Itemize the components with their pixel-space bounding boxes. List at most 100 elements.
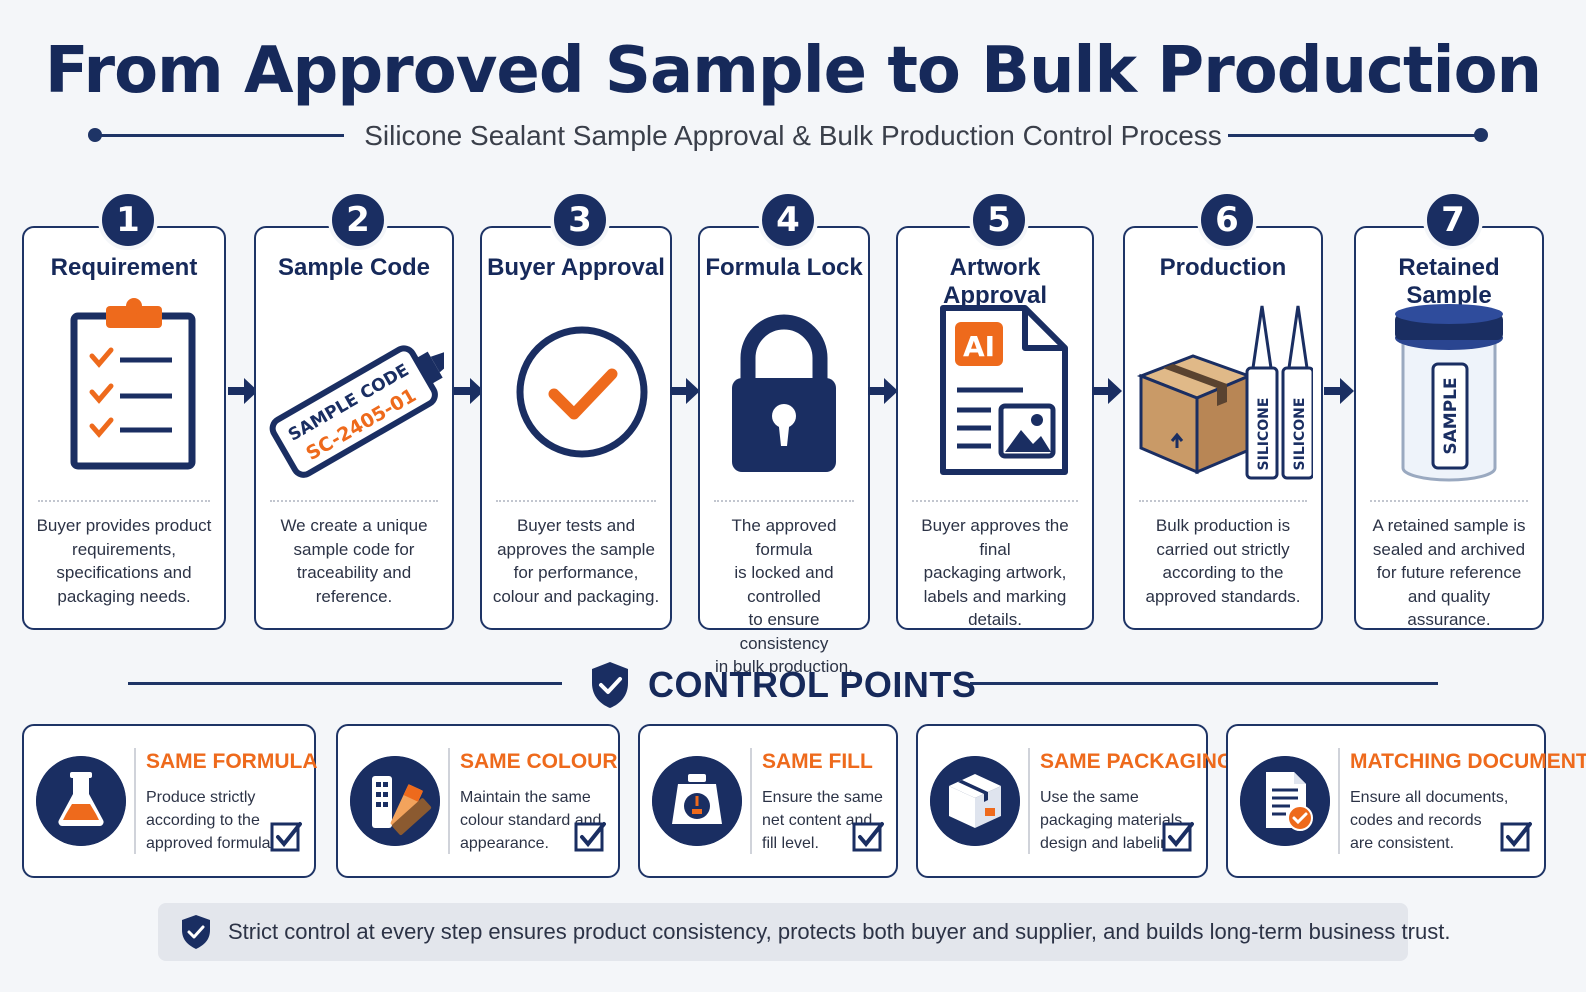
flask-icon xyxy=(36,756,126,846)
card-divider xyxy=(1338,748,1340,854)
desc-line: according to the xyxy=(1162,563,1284,582)
control-title: SAME PACKAGING xyxy=(1040,750,1234,773)
step-3: 3 Buyer Approval Buyer tests and approve… xyxy=(480,190,672,630)
desc-line: approved standards. xyxy=(1145,586,1301,606)
desc-line: Buyer tests and xyxy=(516,516,636,535)
scale-icon xyxy=(652,756,742,846)
subtitle-right-dot xyxy=(1474,128,1488,142)
desc-line: Use the same xyxy=(1040,789,1139,806)
desc-line: packaging artwork, xyxy=(923,563,1067,582)
step-number: 7 xyxy=(1423,190,1483,250)
cartridge-label: SILICONE xyxy=(1292,398,1308,471)
desc-line: design and labeling. xyxy=(1040,835,1183,852)
step-title: Requirement xyxy=(50,254,198,281)
desc-line: colour standard and xyxy=(460,812,602,829)
desc-line: approves the sample xyxy=(497,539,655,559)
subtitle-left-dot xyxy=(88,128,102,142)
clipboard-checklist-icon xyxy=(70,298,196,470)
step-title: Production xyxy=(1159,254,1287,281)
document-check-icon xyxy=(1240,756,1330,846)
step-number: 1 xyxy=(98,190,158,250)
sample-tube-label-icon: SAMPLE CODE SC-2405-01 xyxy=(269,345,444,478)
desc-line: We create a unique xyxy=(280,516,428,535)
step-number: 6 xyxy=(1197,190,1257,250)
artwork-document-icon: AI xyxy=(940,305,1068,475)
step-number: 4 xyxy=(758,190,818,250)
checkmark-circle-icon xyxy=(516,326,648,458)
control-card-same-packaging: SAME PACKAGING Use the same packaging ma… xyxy=(916,724,1233,878)
desc-line: Maintain the same xyxy=(460,789,591,806)
desc-line: and quality assurance. xyxy=(1407,586,1491,630)
step-description: We create a unique sample code for trace… xyxy=(264,514,444,608)
step-divider xyxy=(38,500,210,502)
checkbox-checked-icon xyxy=(852,822,884,852)
desc-line: traceability and xyxy=(296,563,412,582)
desc-line: Ensure the same xyxy=(762,789,883,806)
card-divider xyxy=(750,748,752,854)
desc-line: Buyer approves the final xyxy=(921,516,1069,559)
step-divider xyxy=(912,500,1078,502)
subtitle-left-line xyxy=(96,134,344,137)
arrow-right-icon xyxy=(868,378,898,404)
control-points-header: CONTROL POINTS xyxy=(128,658,1438,714)
desc-line: Bulk production is xyxy=(1155,516,1291,535)
shield-check-icon xyxy=(182,915,210,949)
step-number: 2 xyxy=(328,190,388,250)
control-description: Maintain the same colour standard and ap… xyxy=(460,786,601,855)
step-6: 6 Production SILICONE SILICONE Bulk prod… xyxy=(1123,190,1323,630)
control-title: MATCHING DOCUMENTS xyxy=(1350,750,1586,773)
checkbox-checked-icon xyxy=(574,822,606,852)
colour-swatch-icon xyxy=(350,756,440,846)
footer-text: Strict control at every step ensures pro… xyxy=(228,919,1451,944)
control-card-same-colour: SAME COLOUR Maintain the same colour sta… xyxy=(336,724,620,878)
checkbox-checked-icon xyxy=(1162,822,1194,852)
desc-line: is locked and controlled xyxy=(734,563,834,606)
desc-line: for future reference xyxy=(1376,563,1522,582)
control-title: SAME FILL xyxy=(762,750,873,773)
desc-line: packaging materials, xyxy=(1040,812,1187,829)
step-divider xyxy=(1139,500,1307,502)
subtitle-right-line xyxy=(1228,134,1484,137)
control-card-same-formula: SAME FORMULA Produce strictly according … xyxy=(22,724,318,878)
step-description: Buyer tests and approves the sample for … xyxy=(490,514,662,608)
step-divider xyxy=(714,500,854,502)
card-divider xyxy=(134,748,136,854)
arrow-right-icon xyxy=(1324,378,1354,404)
desc-line: specifications and xyxy=(56,563,192,582)
checkbox-checked-icon xyxy=(270,822,302,852)
control-description: Use the same packaging materials, design… xyxy=(1040,786,1187,855)
step-number: 5 xyxy=(969,190,1029,250)
desc-line: labels and marking xyxy=(923,586,1067,606)
desc-line: The approved formula xyxy=(731,516,837,559)
checkbox-checked-icon xyxy=(1500,822,1532,852)
control-title: SAME COLOUR xyxy=(460,750,618,773)
desc-line: carried out strictly xyxy=(1156,539,1290,559)
arrow-right-icon xyxy=(228,378,258,404)
header-right-line xyxy=(970,682,1438,685)
desc-line: are consistent. xyxy=(1350,835,1455,852)
control-description: Ensure all documents, codes and records … xyxy=(1350,786,1508,855)
control-title: SAME FORMULA xyxy=(146,750,318,773)
cartridge-label: SILICONE xyxy=(1256,398,1272,471)
control-card-matching-documents: MATCHING DOCUMENTS Ensure all documents,… xyxy=(1226,724,1586,878)
step-4: 4 Formula Lock The approved formula is l… xyxy=(698,190,870,676)
arrow-right-icon xyxy=(454,378,484,404)
step-description: The approved formula is locked and contr… xyxy=(708,514,860,679)
desc-line: Buyer provides product xyxy=(36,516,212,535)
sample-jar-icon: SAMPLE xyxy=(1395,304,1503,482)
page-title: From Approved Sample to Bulk Production xyxy=(44,34,1542,108)
desc-line: appearance. xyxy=(460,835,549,852)
step-divider xyxy=(496,500,656,502)
desc-line: approved formula. xyxy=(146,835,275,852)
ai-label: AI xyxy=(963,330,995,363)
card-divider xyxy=(1028,748,1030,854)
padlock-icon xyxy=(732,314,836,472)
header-left-line xyxy=(128,682,562,685)
card-divider xyxy=(448,748,450,854)
shield-check-icon xyxy=(592,662,628,708)
step-description: Buyer approves the final packaging artwo… xyxy=(906,514,1084,632)
control-card-same-fill: SAME FILL Ensure the same net content an… xyxy=(638,724,898,878)
desc-line: to ensure consistency xyxy=(739,610,829,653)
desc-line: in bulk production. xyxy=(715,657,853,676)
arrow-right-icon xyxy=(1092,378,1122,404)
